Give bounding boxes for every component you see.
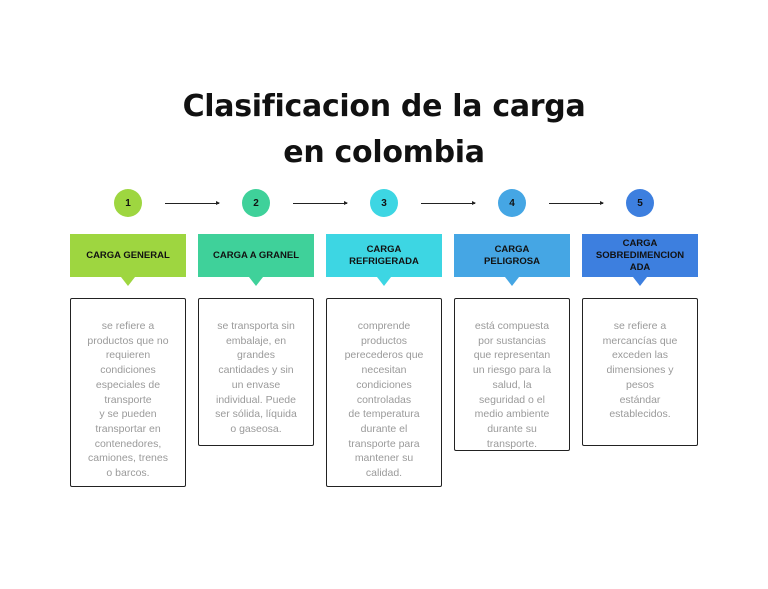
header-pointer <box>633 277 647 286</box>
step-number-badge: 2 <box>242 189 270 217</box>
step-number: 2 <box>253 197 259 209</box>
step-4: 4 CARGA PELIGROSA está compuesta por sus… <box>454 189 570 589</box>
arrow-connector-4-5 <box>549 201 604 205</box>
step-number-badge: 3 <box>370 189 398 217</box>
arrow-connector-1-2 <box>165 201 220 205</box>
page-title-line-1: Clasificacion de la carga <box>182 89 586 124</box>
step-header: CARGA GENERAL <box>70 234 186 286</box>
arrow-connector-2-3 <box>293 201 348 205</box>
arrow-connector-3-4 <box>421 201 476 205</box>
step-description-box: comprende productos perecederos que nece… <box>326 298 442 487</box>
step-header: CARGA PELIGROSA <box>454 234 570 286</box>
step-header: CARGA SOBREDIMENCION ADA <box>582 234 698 286</box>
step-number: 3 <box>381 197 387 209</box>
step-5: 5 CARGA SOBREDIMENCION ADA se refiere a … <box>582 189 698 589</box>
step-label: CARGA REFRIGERADA <box>349 243 419 267</box>
header-pointer <box>121 277 135 286</box>
header-pointer <box>377 277 391 286</box>
step-description-box: está compuesta por sustancias que repres… <box>454 298 570 451</box>
step-label: CARGA A GRANEL <box>212 249 300 261</box>
step-number: 4 <box>509 197 515 209</box>
header-pointer <box>505 277 519 286</box>
step-1: 1 CARGA GENERAL se refiere a productos q… <box>70 189 186 589</box>
header-pointer <box>249 277 263 286</box>
step-description-box: se refiere a productos que no requieren … <box>70 298 186 487</box>
step-label: CARGA SOBREDIMENCION ADA <box>595 237 685 273</box>
step-header: CARGA A GRANEL <box>198 234 314 286</box>
step-number: 1 <box>125 197 131 209</box>
step-label: CARGA GENERAL <box>86 249 170 261</box>
step-description-box: se refiere a mercancías que exceden las … <box>582 298 698 446</box>
page-title: Clasificacion de la carga en colombia <box>0 84 768 176</box>
step-number: 5 <box>637 197 643 209</box>
step-description-box: se transporta sin embalaje, en grandes c… <box>198 298 314 446</box>
step-number-badge: 5 <box>626 189 654 217</box>
step-header: CARGA REFRIGERADA <box>326 234 442 286</box>
step-label: CARGA PELIGROSA <box>484 243 540 267</box>
step-number-badge: 4 <box>498 189 526 217</box>
step-number-badge: 1 <box>114 189 142 217</box>
page-title-line-2: en colombia <box>283 135 485 170</box>
step-2: 2 CARGA A GRANEL se transporta sin embal… <box>198 189 314 589</box>
step-3: 3 CARGA REFRIGERADA comprende productos … <box>326 189 442 589</box>
